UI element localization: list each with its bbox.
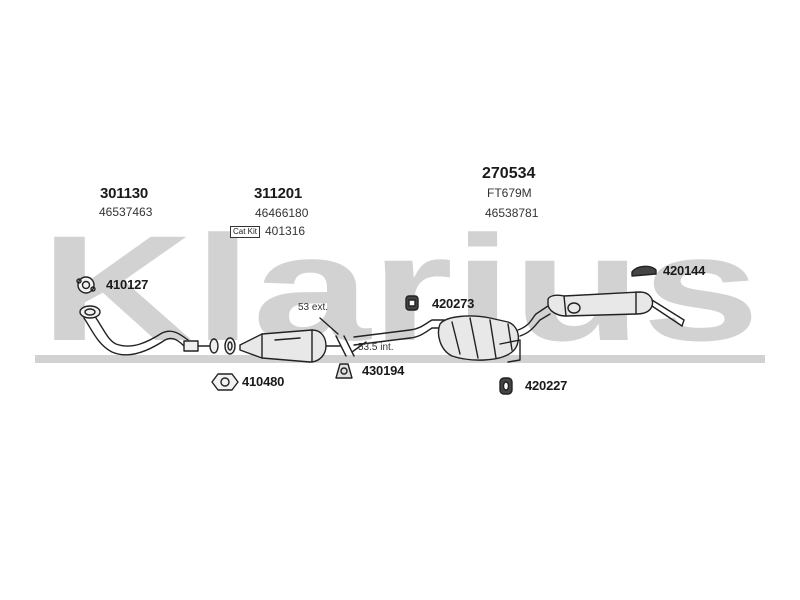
- clamp-icon: [335, 363, 353, 379]
- rubber-ring-icon: [499, 377, 513, 395]
- fitting-420273: 420273: [432, 296, 475, 311]
- oem-number-silencer: 46538781: [485, 206, 539, 220]
- cat-kit-badge: Cat Kit: [230, 226, 261, 238]
- part-number-cat: 311201: [254, 185, 303, 202]
- gasket-part[interactable]: [224, 337, 236, 355]
- fitting-420227: 420227: [525, 378, 568, 393]
- catalytic-converter[interactable]: [239, 329, 341, 363]
- part-number-front-pipe: 301130: [100, 185, 149, 202]
- front-pipe[interactable]: [79, 305, 219, 356]
- rubber-hanger-icon: [631, 265, 657, 277]
- gasket-icon: [76, 276, 96, 294]
- cat-kit-number: 401316: [265, 224, 306, 238]
- part-number-silencer: 270534: [482, 165, 536, 182]
- fitting-420144: 420144: [663, 263, 706, 278]
- gasket-icon: [211, 373, 239, 391]
- note-ext: 53 ext.: [298, 302, 329, 313]
- fitting-410480: 410480: [242, 374, 285, 389]
- fitting-430194: 430194: [362, 363, 405, 378]
- oem-number-cat: 46466180: [255, 206, 309, 220]
- centre-silencer[interactable]: [437, 305, 551, 363]
- watermark-underline: [35, 355, 765, 363]
- intermediate-pipe[interactable]: [353, 319, 445, 346]
- rear-silencer[interactable]: [547, 291, 685, 327]
- oem-number-front-pipe: 46537463: [99, 205, 153, 219]
- rubber-mount-icon: [405, 295, 419, 311]
- model-code: FT679M: [487, 186, 532, 200]
- note-int: 53.5 int.: [358, 342, 394, 353]
- fitting-410127: 410127: [106, 277, 149, 292]
